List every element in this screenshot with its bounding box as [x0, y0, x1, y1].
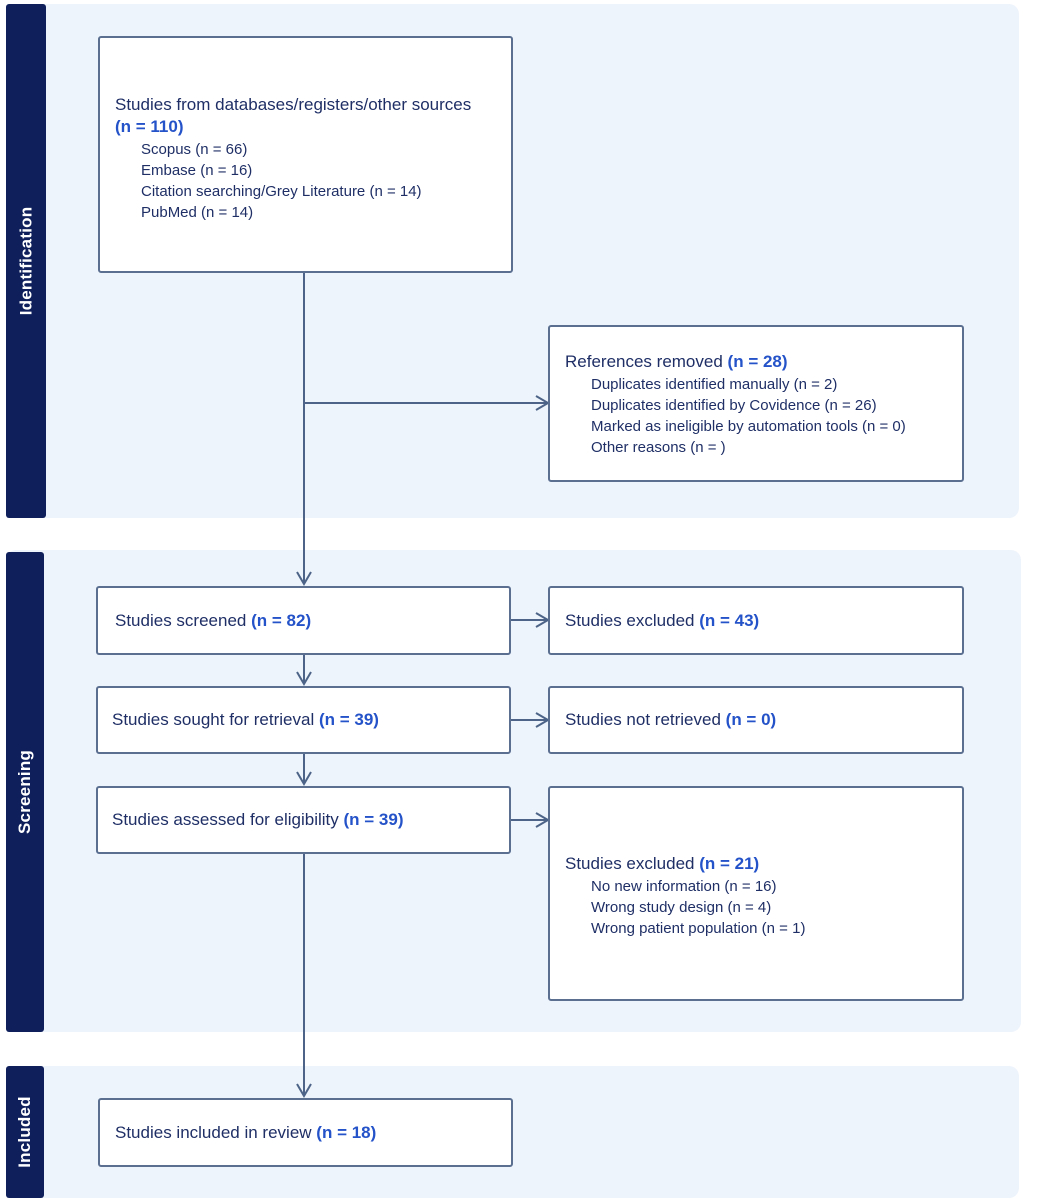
removed-item: Duplicates identified by Covidence (n = …: [591, 397, 877, 414]
identification-title: Studies from databases/registers/other s…: [115, 95, 472, 114]
source-item: Scopus (n = 66): [141, 141, 248, 158]
studies-excluded-title: Studies excluded: [565, 610, 695, 630]
studies-sought-count: (n = 39): [318, 710, 379, 729]
references-removed-count: (n = 28): [727, 352, 788, 371]
studies-excluded-reasons-count: (n = 21): [699, 854, 760, 873]
studies-sought-text: Studies sought for retrieval (n = 39): [112, 710, 379, 730]
studies-excluded-text: Studies excluded (n = 43): [565, 611, 759, 631]
studies-not-retrieved-box: Studies not retrieved (n = 0): [548, 686, 964, 754]
studies-assessed-count: (n = 39): [343, 810, 404, 829]
studies-included-title: Studies included in review: [115, 1122, 312, 1142]
studies-assessed-text: Studies assessed for eligibility (n = 39…: [112, 810, 404, 830]
studies-not-retrieved-count: (n = 0): [725, 710, 777, 729]
studies-excluded-reasons-title: Studies excluded: [565, 854, 695, 873]
studies-excluded-reasons-box: Studies excluded (n = 21) No new informa…: [548, 786, 964, 1001]
screening-stage-label: Screening: [6, 552, 44, 1032]
exclusion-reason-item: Wrong study design (n = 4): [591, 899, 772, 916]
references-removed-box: References removed (n = 28) Duplicates i…: [548, 325, 964, 482]
studies-included-box: Studies included in review (n = 18): [98, 1098, 513, 1167]
exclusion-reason-item: No new information (n = 16): [591, 878, 777, 895]
studies-sought-box: Studies sought for retrieval (n = 39): [96, 686, 511, 754]
studies-screened-box: Studies screened (n = 82): [96, 586, 511, 655]
source-item: PubMed (n = 14): [141, 204, 254, 221]
source-item: Citation searching/Grey Literature (n = …: [141, 183, 422, 200]
studies-included-text: Studies included in review (n = 18): [115, 1123, 376, 1143]
exclusion-reason-item: Wrong patient population (n = 1): [591, 920, 806, 937]
identification-count: (n = 110): [115, 117, 184, 136]
studies-assessed-title: Studies assessed for eligibility: [112, 810, 339, 829]
studies-excluded-box: Studies excluded (n = 43): [548, 586, 964, 655]
studies-screened-count: (n = 82): [251, 610, 312, 630]
identification-box: Studies from databases/registers/other s…: [98, 36, 513, 273]
studies-excluded-reasons-heading: Studies excluded (n = 21): [565, 852, 962, 876]
included-stage-label: Included: [6, 1066, 44, 1198]
references-removed-title: References removed: [565, 352, 723, 371]
studies-excluded-count: (n = 43): [699, 610, 760, 630]
studies-sought-title: Studies sought for retrieval: [112, 710, 315, 729]
studies-screened-text: Studies screened (n = 82): [115, 611, 311, 631]
removed-item: Marked as ineligible by automation tools…: [591, 418, 906, 435]
removed-item: Duplicates identified manually (n = 2): [591, 376, 838, 393]
studies-not-retrieved-title: Studies not retrieved: [565, 710, 721, 729]
studies-not-retrieved-text: Studies not retrieved (n = 0): [565, 710, 776, 730]
studies-screened-title: Studies screened: [115, 610, 247, 630]
removed-item: Other reasons (n = ): [591, 439, 726, 456]
studies-assessed-box: Studies assessed for eligibility (n = 39…: [96, 786, 511, 854]
identification-stage-label: Identification: [6, 4, 46, 518]
references-removed-heading: References removed (n = 28): [565, 350, 962, 374]
source-item: Embase (n = 16): [141, 162, 253, 179]
studies-included-count: (n = 18): [316, 1122, 377, 1142]
